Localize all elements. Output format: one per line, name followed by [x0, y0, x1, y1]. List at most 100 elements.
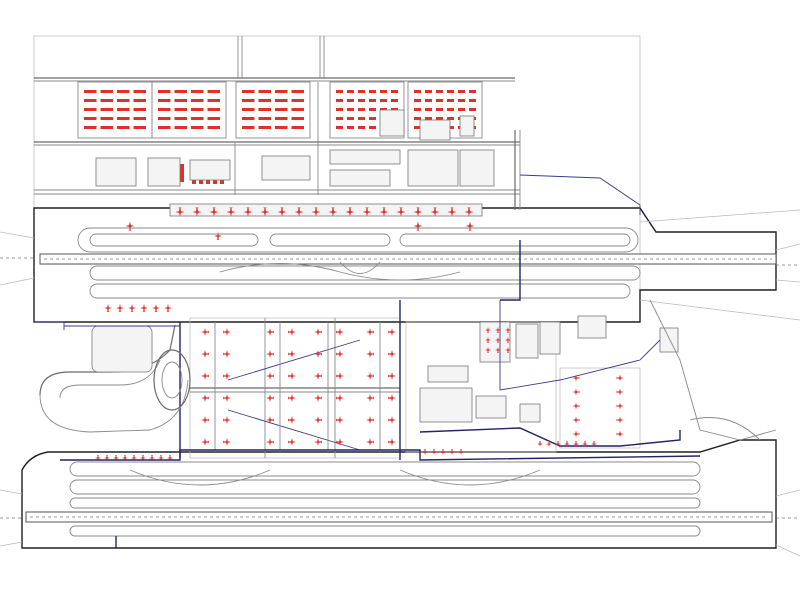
- aircraft-icon: [555, 441, 561, 447]
- aircraft-icon: [131, 455, 137, 461]
- aircraft-icon: [387, 327, 397, 337]
- aircraft-icon: [546, 441, 552, 447]
- aircraft-icon: [616, 402, 624, 410]
- aircraft-icon: [440, 449, 446, 455]
- aircraft-icon: [313, 327, 323, 337]
- aircraft-icon: [104, 455, 110, 461]
- aircraft-icon: [313, 371, 323, 381]
- aircraft-icon: [226, 207, 236, 217]
- aircraft-icon: [104, 304, 112, 312]
- aircraft-icon: [379, 207, 389, 217]
- aircraft-icon: [365, 327, 375, 337]
- aircraft-icon: [287, 371, 297, 381]
- aircraft-icon: [573, 441, 579, 447]
- aircraft-icon: [505, 347, 511, 353]
- aircraft-icon: [158, 455, 164, 461]
- aircraft-icon: [260, 207, 270, 217]
- aircraft-icon: [572, 388, 580, 396]
- aircraft-icon: [365, 371, 375, 381]
- aircraft-icon: [464, 207, 474, 217]
- north-runway: [39, 253, 777, 265]
- aircraft-icon: [447, 207, 457, 217]
- aircraft-icon: [113, 455, 119, 461]
- aircraft-icon: [365, 415, 375, 425]
- aircraft-icon: [413, 221, 423, 231]
- aircraft-icon: [431, 449, 437, 455]
- aircraft-icon: [200, 327, 210, 337]
- aircraft-icon: [313, 349, 323, 359]
- aircraft-icon: [200, 349, 210, 359]
- central-terminal-complex: [179, 300, 401, 460]
- site-boundary: [21, 35, 777, 549]
- aircraft-icon: [265, 437, 275, 447]
- aircraft-icon: [175, 207, 185, 217]
- aircraft-icon: [122, 455, 128, 461]
- aircraft-icon: [365, 349, 375, 359]
- aircraft-icon: [485, 347, 491, 353]
- aircraft-icon: [572, 374, 580, 382]
- aircraft-icon: [616, 430, 624, 438]
- south-runway-system: [25, 461, 773, 537]
- aircraft-icon: [564, 441, 570, 447]
- aircraft-icon: [387, 393, 397, 403]
- aircraft-icon: [335, 437, 345, 447]
- pier-aircraft-stands: [104, 304, 397, 452]
- aircraft-icon: [200, 371, 210, 381]
- aircraft-icon: [116, 304, 124, 312]
- aircraft-icon: [465, 221, 475, 231]
- aircraft-icon: [243, 207, 253, 217]
- aircraft-icon: [328, 207, 338, 217]
- aircraft-icon: [313, 393, 323, 403]
- aircraft-icon: [345, 207, 355, 217]
- aircraft-icon: [387, 437, 397, 447]
- aircraft-icon: [313, 437, 323, 447]
- aircraft-icon: [495, 337, 501, 343]
- aircraft-icon: [365, 437, 375, 447]
- parking-lot: [151, 81, 227, 139]
- aircraft-icon: [192, 207, 202, 217]
- aircraft-icon: [294, 207, 304, 217]
- aircraft-icon: [591, 441, 597, 447]
- aircraft-icon: [200, 393, 210, 403]
- aircraft-icon: [95, 455, 101, 461]
- aircraft-icon: [335, 415, 345, 425]
- aircraft-icon: [387, 349, 397, 359]
- aircraft-icon: [287, 327, 297, 337]
- aircraft-icon: [572, 416, 580, 424]
- aircraft-icon: [125, 221, 135, 231]
- parking-lot: [235, 81, 311, 139]
- perimeter-roads: [34, 240, 701, 548]
- aircraft-icon: [430, 207, 440, 217]
- aircraft-icon: [335, 371, 345, 381]
- west-landside-loops: [39, 324, 191, 433]
- aircraft-icon: [495, 327, 501, 333]
- aircraft-icon: [616, 388, 624, 396]
- aircraft-icon: [152, 304, 160, 312]
- aircraft-icon: [422, 449, 428, 455]
- aircraft-icon: [396, 207, 406, 217]
- aircraft-icon: [209, 207, 219, 217]
- aircraft-icon: [485, 327, 491, 333]
- aircraft-icon: [537, 441, 543, 447]
- aircraft-icon: [222, 371, 232, 381]
- aircraft-icon: [287, 415, 297, 425]
- aircraft-icon: [505, 327, 511, 333]
- aircraft-icon: [287, 349, 297, 359]
- aircraft-icon: [222, 393, 232, 403]
- aircraft-icon: [214, 232, 222, 240]
- aircraft-icon: [149, 455, 155, 461]
- aircraft-icon: [265, 393, 275, 403]
- aircraft-icon: [387, 371, 397, 381]
- aircraft-icon: [362, 207, 372, 217]
- aircraft-icon: [413, 207, 423, 217]
- aircraft-icon: [265, 415, 275, 425]
- aircraft-icon: [582, 441, 588, 447]
- aircraft-icon: [164, 304, 172, 312]
- aircraft-icon: [458, 449, 464, 455]
- aircraft-icon: [222, 415, 232, 425]
- aircraft-icon: [335, 393, 345, 403]
- aircraft-icon: [200, 437, 210, 447]
- aircraft-icon: [287, 437, 297, 447]
- aircraft-icon: [387, 415, 397, 425]
